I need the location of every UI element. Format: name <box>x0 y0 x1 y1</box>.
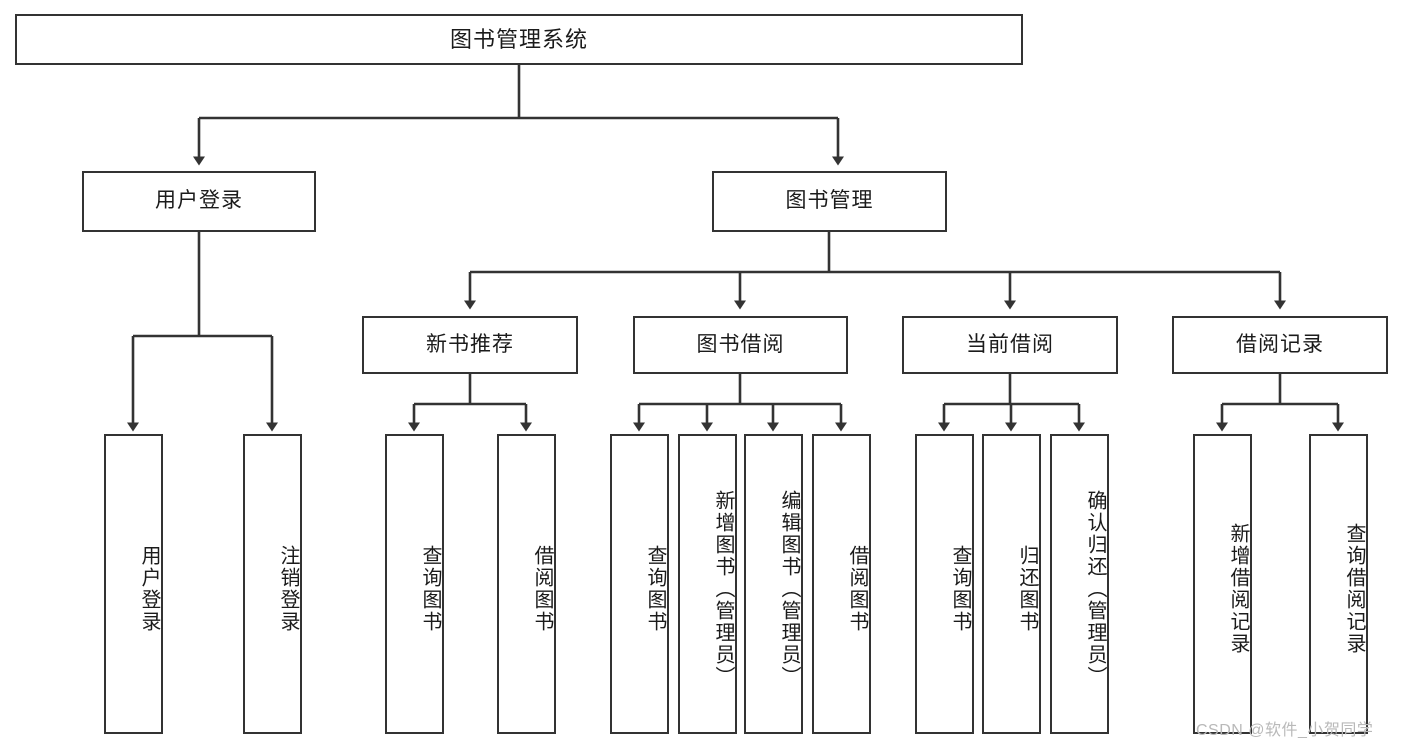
node-borrow-record[interactable]: 借阅记录 <box>1172 316 1388 374</box>
node-book-borrow[interactable]: 图书借阅 <box>633 316 848 374</box>
node-label: 新书推荐 <box>426 332 514 356</box>
node-label: 用户登录 <box>155 189 243 213</box>
node-label: 新增图书（管理员） <box>712 490 734 688</box>
node-label: 用户登录 <box>138 545 160 633</box>
leaf-query-book-borrow[interactable]: 查询图书 <box>610 434 669 734</box>
node-label: 查询借阅记录 <box>1343 523 1365 655</box>
node-label: 图书管理 <box>785 189 874 213</box>
leaf-confirm-return[interactable]: 确认归还（管理员） <box>1050 434 1109 734</box>
leaf-query-book-current[interactable]: 查询图书 <box>915 434 974 734</box>
leaf-query-book-recommend[interactable]: 查询图书 <box>385 434 444 734</box>
leaf-edit-book[interactable]: 编辑图书（管理员） <box>744 434 803 734</box>
leaf-query-borrow-record[interactable]: 查询借阅记录 <box>1309 434 1368 734</box>
leaf-logout-login[interactable]: 注销登录 <box>243 434 302 734</box>
node-book-manage[interactable]: 图书管理 <box>712 171 947 232</box>
node-label: 图书借阅 <box>696 332 785 356</box>
node-label: 归还图书 <box>1016 545 1038 633</box>
node-root-system[interactable]: 图书管理系统 <box>15 14 1023 65</box>
node-current-borrow[interactable]: 当前借阅 <box>902 316 1118 374</box>
leaf-borrow-book-recommend[interactable]: 借阅图书 <box>497 434 556 734</box>
node-label: 确认归还（管理员） <box>1084 490 1106 688</box>
node-user-login[interactable]: 用户登录 <box>82 171 316 232</box>
node-label: 编辑图书（管理员） <box>778 490 800 688</box>
node-label: 新增借阅记录 <box>1227 523 1249 655</box>
node-label: 借阅图书 <box>531 545 553 633</box>
leaf-borrow-book[interactable]: 借阅图书 <box>812 434 871 734</box>
node-label: 查询图书 <box>419 545 441 633</box>
csdn-watermark: CSDN @软件_小贺同学 <box>1196 722 1374 739</box>
leaf-add-borrow-record[interactable]: 新增借阅记录 <box>1193 434 1252 734</box>
node-label: 当前借阅 <box>966 332 1054 356</box>
leaf-add-book[interactable]: 新增图书（管理员） <box>678 434 737 734</box>
node-label: 注销登录 <box>277 545 299 633</box>
node-label: 查询图书 <box>644 545 666 633</box>
node-new-book-recommend[interactable]: 新书推荐 <box>362 316 578 374</box>
node-label: 借阅记录 <box>1236 332 1324 356</box>
leaf-return-book[interactable]: 归还图书 <box>982 434 1041 734</box>
leaf-user-login[interactable]: 用户登录 <box>104 434 163 734</box>
node-label: 查询图书 <box>949 545 971 633</box>
node-label: 借阅图书 <box>846 545 868 633</box>
node-label: 图书管理系统 <box>449 26 588 52</box>
